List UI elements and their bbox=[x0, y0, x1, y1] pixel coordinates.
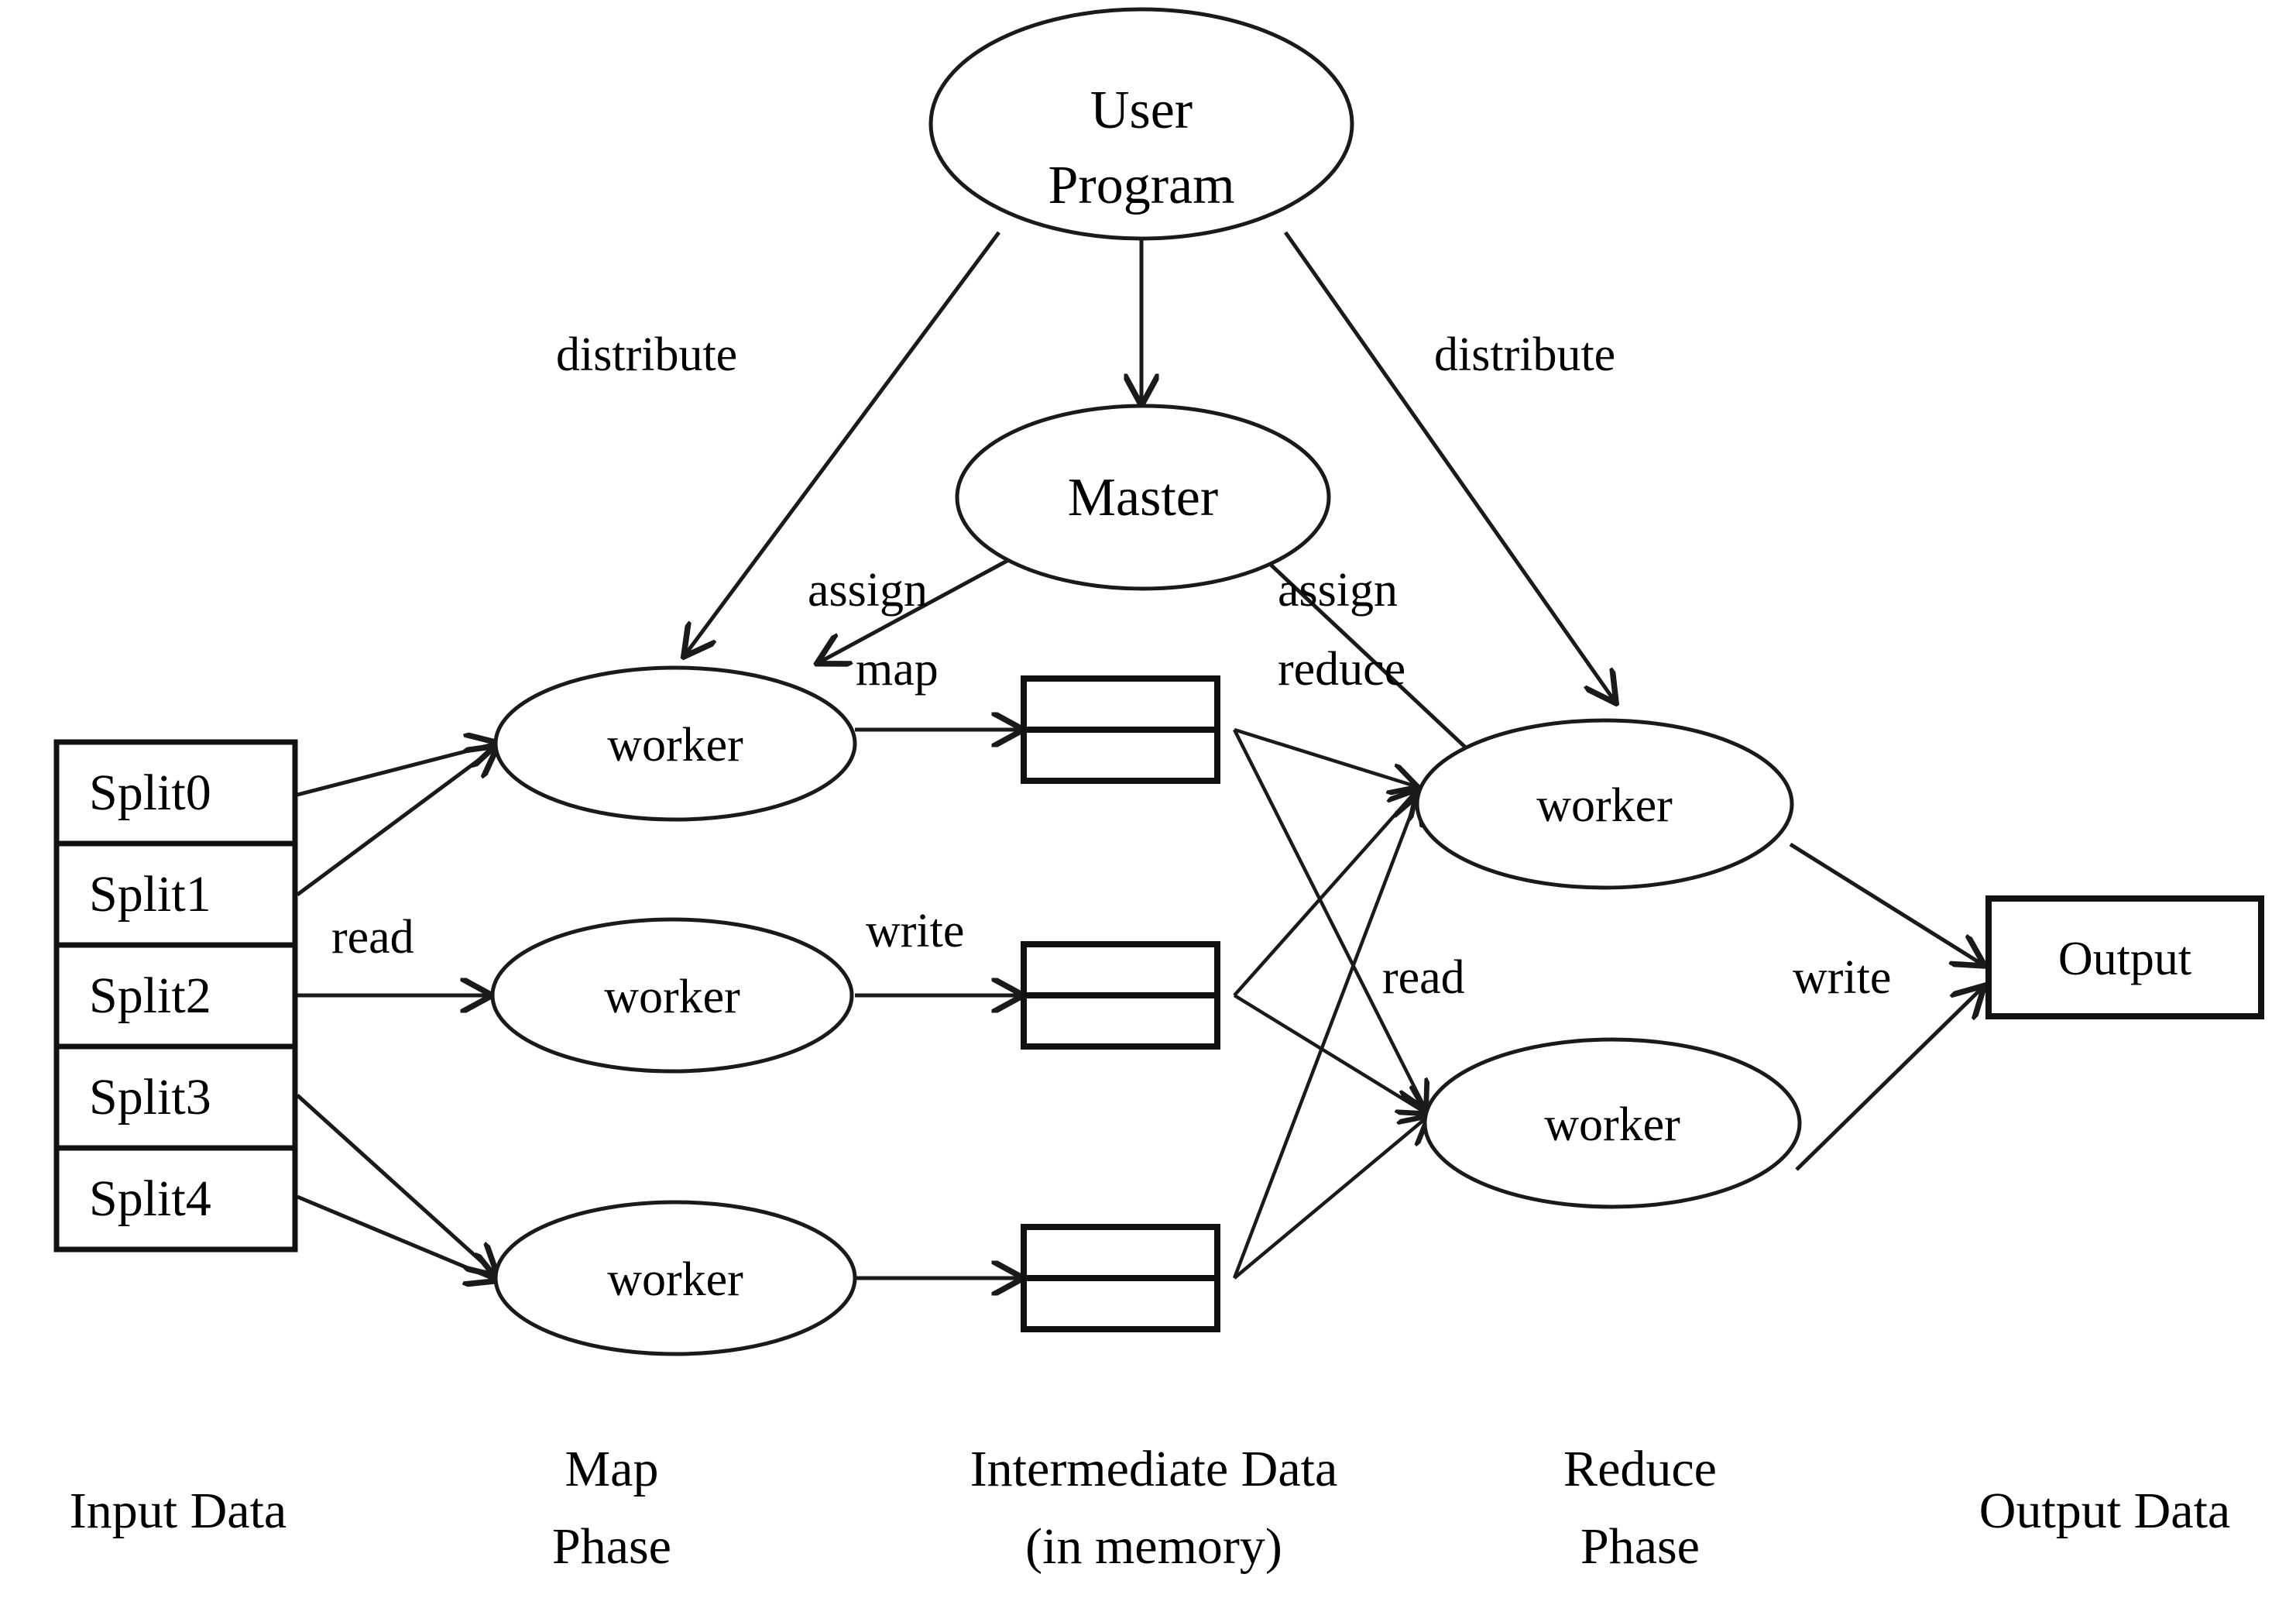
output-box[interactable] bbox=[1985, 895, 2264, 1019]
edge-interbox2-to-reduceworker2 bbox=[1233, 994, 1425, 1112]
phase-caption-group: Input Data Map Phase Intermediate Data (… bbox=[70, 1441, 2230, 1575]
phase-label-map-phase-line2: Phase bbox=[552, 1518, 671, 1575]
intermediate-boxes-group bbox=[1021, 675, 1220, 1332]
reduce-worker-2-label: worker bbox=[1544, 1098, 1680, 1151]
split-label-3: Split3 bbox=[89, 1069, 211, 1125]
edge-group-shuffle bbox=[1232, 727, 1426, 1280]
user-program-label-line1: User bbox=[1090, 81, 1193, 140]
edge-group-output bbox=[1789, 842, 1982, 1171]
split-box-4[interactable] bbox=[53, 1145, 298, 1253]
map-worker-1-label: worker bbox=[607, 719, 743, 772]
split-box-3[interactable] bbox=[53, 1043, 298, 1151]
edge-split1-to-mapworker1 bbox=[296, 747, 496, 897]
label-distribute-left: distribute bbox=[556, 328, 737, 381]
input-splits-group: Split0 Split1 Split2 Split3 Split4 bbox=[53, 739, 298, 1253]
split-box-0[interactable] bbox=[53, 739, 298, 847]
node-master[interactable] bbox=[955, 404, 1331, 591]
label-write-intermediate: write bbox=[866, 905, 964, 957]
node-map-worker-2[interactable] bbox=[490, 917, 854, 1074]
phase-label-intermediate-line1: Intermediate Data bbox=[970, 1441, 1338, 1497]
label-assign-reduce-line2: reduce bbox=[1278, 643, 1405, 696]
edge-interbox1-to-reduceworker2 bbox=[1232, 728, 1425, 1108]
node-map-worker-1[interactable] bbox=[493, 665, 857, 822]
label-distribute-right: distribute bbox=[1434, 328, 1615, 381]
edge-interbox2-to-reduceworker1 bbox=[1233, 792, 1416, 997]
split-label-4: Split4 bbox=[89, 1170, 211, 1227]
edge-group-write bbox=[855, 730, 1021, 1278]
edge-master-assign-reduce bbox=[1245, 541, 1495, 775]
user-program-label-line2: Program bbox=[1048, 156, 1234, 215]
label-assign-reduce-line1: assign bbox=[1278, 564, 1398, 617]
phase-label-reduce-phase-line1: Reduce bbox=[1563, 1441, 1717, 1497]
edge-userprogram-to-reduceworker bbox=[1283, 231, 1615, 701]
phase-label-intermediate-line2: (in memory) bbox=[1025, 1518, 1282, 1575]
map-worker-2-label: worker bbox=[604, 971, 740, 1023]
phase-label-output-data-line1: Output Data bbox=[1979, 1483, 2230, 1539]
reduce-worker-1-label: worker bbox=[1536, 779, 1673, 832]
edge-group-read bbox=[296, 744, 496, 1280]
edge-reduceworker2-to-output bbox=[1795, 988, 1982, 1171]
edge-split4-to-mapworker3 bbox=[297, 1194, 496, 1280]
label-read-intermediate: read bbox=[1382, 951, 1465, 1004]
phase-label-reduce-phase-line2: Phase bbox=[1580, 1518, 1700, 1575]
edge-split3-to-mapworker3 bbox=[296, 1094, 496, 1274]
edge-reduceworker1-to-output bbox=[1789, 842, 1982, 964]
phase-label-map-phase-line1: Map bbox=[565, 1441, 659, 1497]
split-label-2: Split2 bbox=[89, 967, 211, 1024]
node-user-program[interactable] bbox=[928, 7, 1354, 241]
edge-interbox1-to-reduceworker1 bbox=[1234, 727, 1416, 786]
master-label: Master bbox=[1068, 468, 1218, 528]
edge-group-top bbox=[685, 231, 1615, 775]
split-label-0: Split0 bbox=[89, 765, 211, 821]
label-read-input: read bbox=[331, 911, 414, 964]
node-map-worker-3[interactable] bbox=[493, 1200, 857, 1356]
label-assign-map-line2: map bbox=[856, 643, 939, 696]
node-reduce-worker-2[interactable] bbox=[1423, 1037, 1802, 1209]
edge-interbox3-to-reduceworker1 bbox=[1232, 798, 1417, 1279]
edge-interbox3-to-reduceworker2 bbox=[1233, 1118, 1426, 1280]
phase-label-input-data-line1: Input Data bbox=[70, 1483, 287, 1539]
label-assign-map-line1: assign bbox=[808, 564, 928, 617]
node-reduce-worker-1[interactable] bbox=[1415, 718, 1794, 890]
split-box-2[interactable] bbox=[53, 942, 298, 1050]
label-write-output: write bbox=[1793, 951, 1891, 1004]
output-label: Output bbox=[2058, 933, 2191, 985]
split-label-1: Split1 bbox=[89, 866, 211, 923]
map-worker-3-label: worker bbox=[607, 1253, 743, 1306]
edge-userprogram-to-mapworker bbox=[685, 231, 1001, 655]
edge-master-assign-map bbox=[819, 540, 1043, 662]
